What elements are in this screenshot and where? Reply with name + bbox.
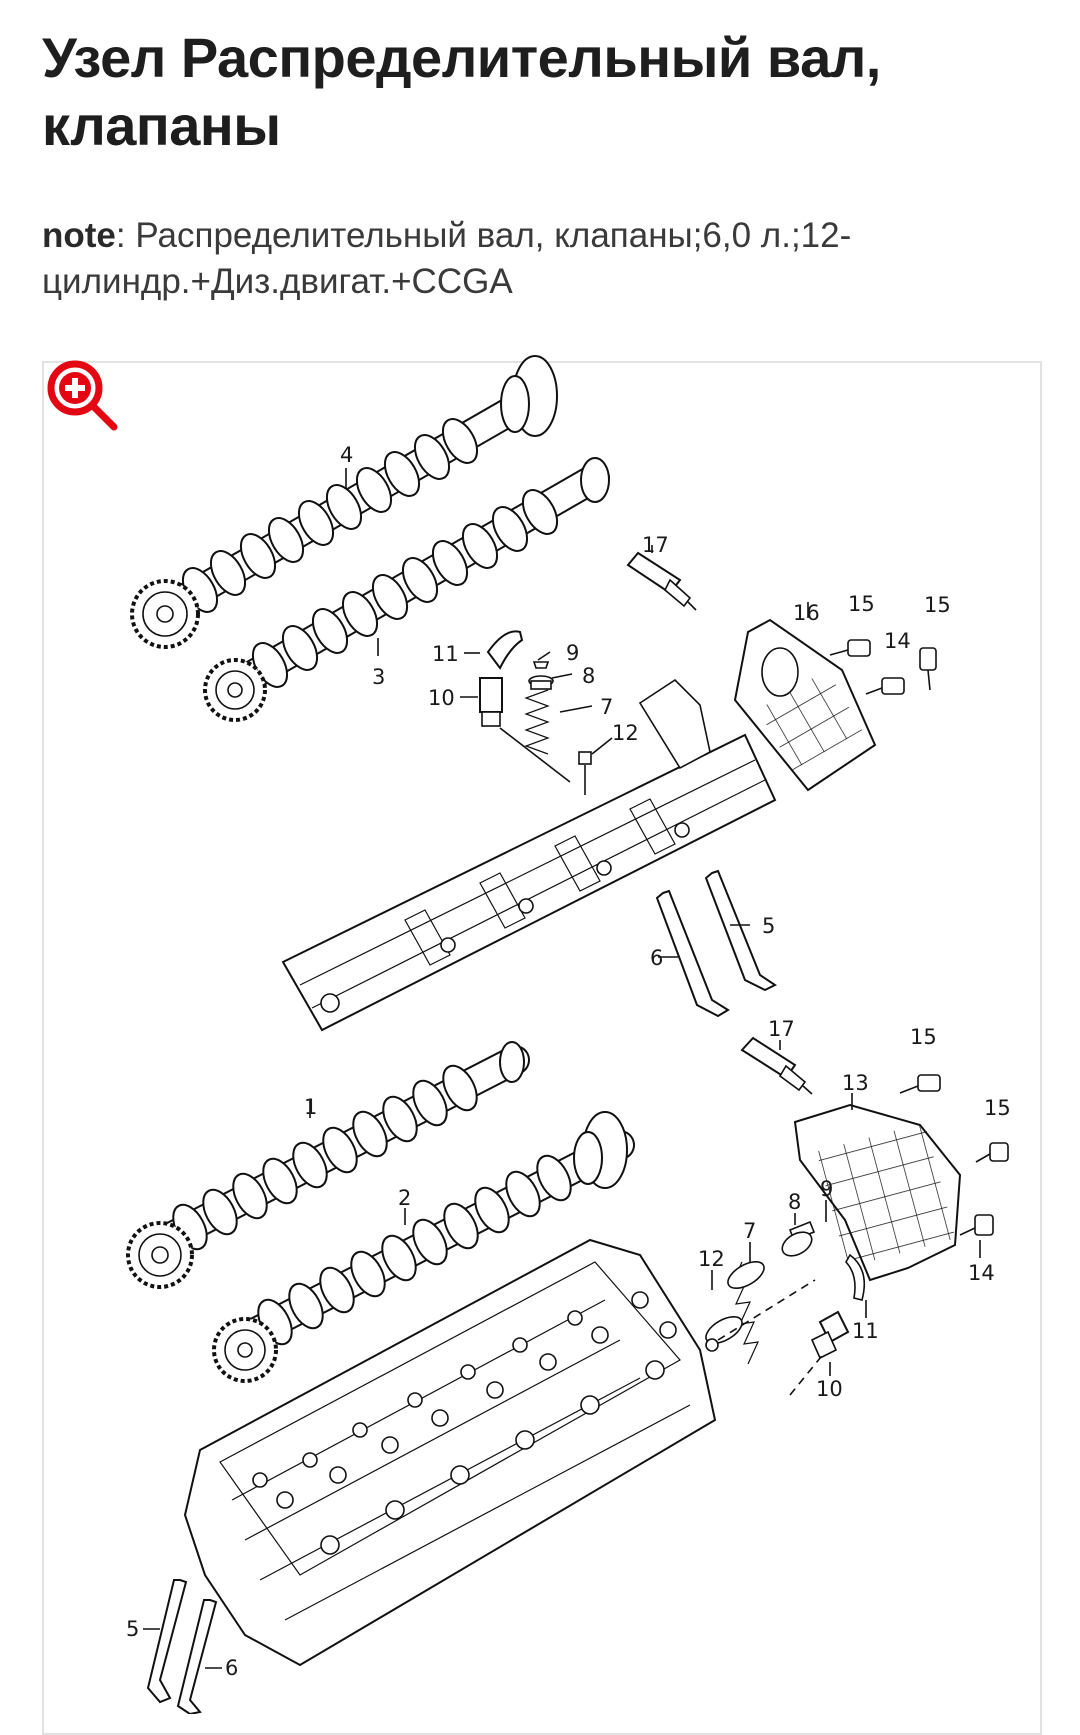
callout-16: 16	[793, 601, 820, 625]
callout-5: 5	[126, 1617, 139, 1641]
callout-4: 4	[340, 443, 353, 467]
zoom-in-icon	[47, 360, 118, 431]
note-label: note	[42, 216, 116, 255]
note-separator: :	[115, 216, 136, 255]
bearing-ladder-upper	[281, 678, 777, 1032]
callout-6: 6	[650, 946, 663, 970]
callout-7: 7	[743, 1219, 756, 1243]
callout-12: 12	[698, 1247, 725, 1271]
cover-13	[793, 1103, 962, 1282]
camshaft-4	[130, 355, 558, 649]
callout-leaders	[143, 468, 981, 1669]
callout-11: 11	[432, 642, 459, 666]
cylinder-head	[183, 1238, 717, 1667]
callout-10: 10	[428, 686, 455, 710]
callout-15: 15	[984, 1096, 1011, 1120]
bolts-upper	[829, 639, 937, 695]
note-line: note: Распределительный вал, клапаны;6,0…	[42, 213, 1032, 304]
callout-15: 15	[924, 593, 951, 617]
callout-2: 2	[398, 1186, 411, 1210]
callout-15: 15	[848, 592, 875, 616]
callout-9: 9	[566, 641, 579, 665]
callout-labels: 4 3 17 16 15 15 14 11 9 8 10 7 12 5 6 17…	[126, 443, 1011, 1680]
callout-9: 9	[820, 1177, 833, 1201]
callout-7: 7	[600, 695, 613, 719]
valves-upper	[655, 869, 777, 1018]
valve-train-lower	[705, 1220, 866, 1396]
callout-13: 13	[842, 1071, 869, 1095]
camshaft-3	[203, 457, 610, 722]
zoom-in-button[interactable]	[42, 355, 122, 435]
callout-14: 14	[968, 1261, 995, 1285]
callout-12: 12	[612, 721, 639, 745]
callout-17: 17	[642, 533, 669, 557]
callout-15: 15	[910, 1025, 937, 1049]
callout-17: 17	[768, 1017, 795, 1041]
callout-8: 8	[788, 1190, 801, 1214]
page-title: Узел Распределительный вал, клапаны	[42, 26, 881, 158]
callout-6: 6	[225, 1656, 238, 1680]
callout-1: 1	[304, 1095, 317, 1119]
callout-5: 5	[762, 914, 775, 938]
callout-3: 3	[372, 665, 385, 689]
sealant-tube-17-upper	[626, 551, 697, 611]
callout-11: 11	[852, 1319, 879, 1343]
callout-8: 8	[582, 664, 595, 688]
camshaft-1	[126, 1041, 530, 1289]
callout-10: 10	[816, 1377, 843, 1401]
bolts-lower	[899, 1074, 1009, 1236]
cover-16	[733, 618, 877, 792]
note-text: Распределительный вал, клапаны;6,0 л.;12…	[42, 216, 852, 301]
camshaft-2	[212, 1111, 635, 1383]
sealant-tube-17-lower	[740, 1036, 813, 1095]
callout-14: 14	[884, 629, 911, 653]
valves-lower	[146, 1579, 218, 1714]
valve-train-upper	[479, 630, 592, 795]
